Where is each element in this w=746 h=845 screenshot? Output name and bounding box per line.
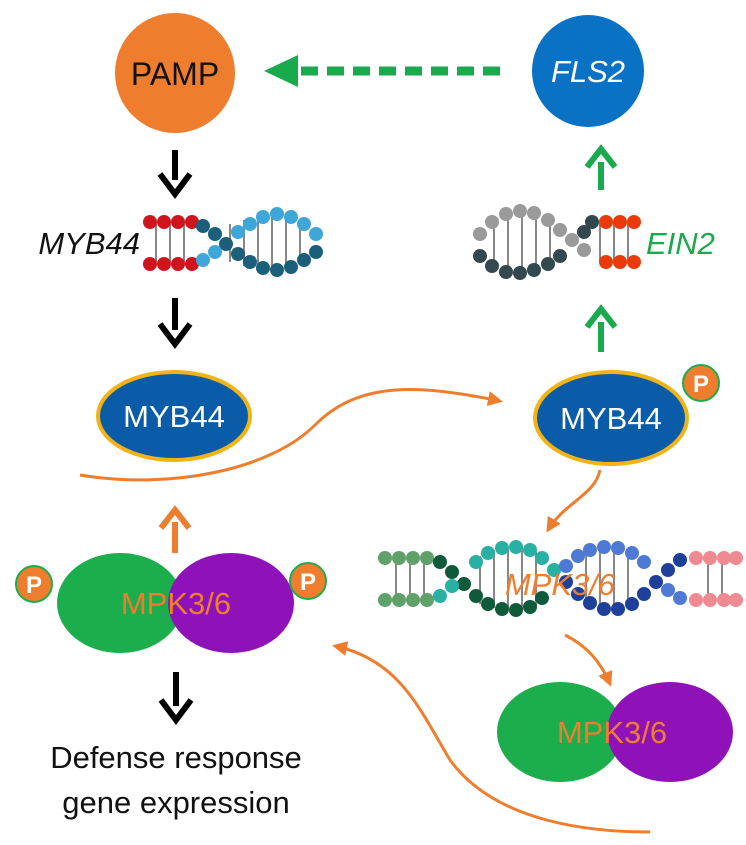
pamp-label: PAMP [131,56,219,92]
mpk-to-myb44-arrow [158,505,192,553]
myb44-gene-dna-icon [143,207,323,277]
mpk6-purple-subunit-right [607,682,733,782]
ein2-gene-label: EIN2 [646,226,715,261]
myb44p-to-mpk-gene-arrow [546,469,602,533]
myb44p-to-ein2-arrow [584,304,618,352]
myb44-protein-left [96,370,252,462]
defense-response-line1: Defense response [50,740,302,775]
mpk-right-phosphate-badge: P [289,562,327,600]
mpk-gene-label: MPK3/6 [505,567,616,602]
myb44-protein-right-label: MYB44 [560,401,662,436]
mpk-to-defense-arrow [158,672,194,725]
ein2-gene-dna-icon [473,204,641,280]
ein2-to-fls2-arrow [584,144,618,190]
pamp-to-myb44-gene-arrow [157,150,193,199]
mpk-left-phosphate-badge: P [15,565,53,603]
myb44-phosphate-badge: P [682,364,720,402]
myb44-protein-right [533,370,689,466]
myb44-gene-label: MYB44 [38,226,140,261]
phosphorylation-curve-arrow [79,388,503,482]
svg-text:P: P [26,572,42,599]
fls2-to-pamp-dashed-arrow [264,55,500,87]
fls2-node [532,15,644,127]
fls2-label: FLS2 [551,54,625,89]
mpk-feedback-curve-arrow [332,641,651,834]
pamp-node [115,13,235,133]
mpk3-green-subunit-right [497,682,623,782]
myb44-gene-to-protein-arrow [157,298,193,349]
mpk-gene-to-protein-arrow [564,633,613,687]
myb44-protein-left-label: MYB44 [123,399,225,434]
defense-response-line2: gene expression [62,785,290,820]
mpk3-green-subunit-left [57,553,183,653]
svg-text:P: P [693,371,709,398]
mpk-complex-left-label: MPK3/6 [121,586,231,621]
svg-text:P: P [300,569,316,596]
mpk-gene-dna-icon [378,540,743,617]
mpk-complex-right-label: MPK3/6 [557,715,667,750]
mpk6-purple-subunit-left [168,553,294,653]
